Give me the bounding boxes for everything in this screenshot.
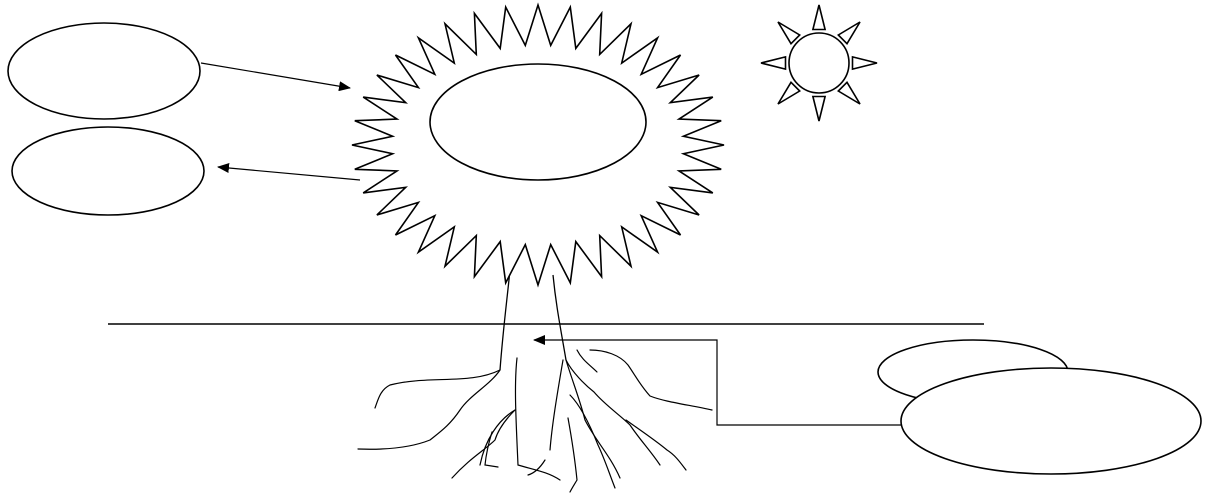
roots-icon [358,350,712,492]
label-bubble-input-top-left[interactable] [8,23,200,119]
sun-ray [838,22,860,44]
label-bubble-output-left[interactable] [12,127,204,215]
center-answer-bubble[interactable] [430,64,646,180]
label-bubble-input-right-lower[interactable] [901,368,1201,474]
sun-icon [761,5,877,121]
sun-ray [838,82,860,104]
sun-ray [778,82,800,104]
sun-ray [853,57,878,69]
arrow-from-crown [218,167,360,180]
sun-ray [761,57,786,69]
stem [500,270,566,370]
arrow-to-roots [534,340,901,425]
sun-ray [778,22,800,44]
sun-ray [813,5,825,30]
arrow-to-crown [201,63,350,88]
sun-ray [813,97,825,122]
